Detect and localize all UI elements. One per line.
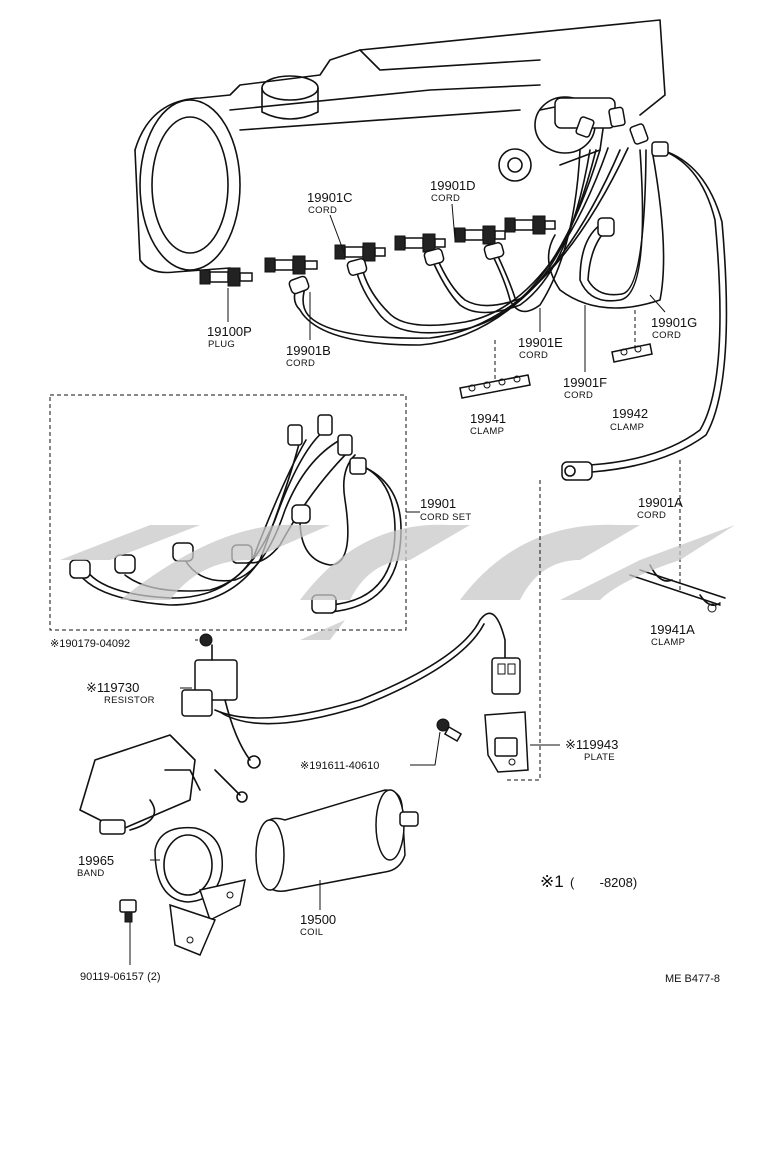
svg-text:※119730: ※119730 [86,680,139,695]
spark-plug-icon [454,225,506,245]
svg-text:RESISTOR: RESISTOR [104,695,155,706]
svg-text:CLAMP: CLAMP [610,422,644,433]
part-label-19100P: 19100P PLUG [207,324,252,350]
part-label-19942: 19942 CLAMP [610,406,648,433]
engine-block-illustration [134,19,666,274]
svg-text:PLUG: PLUG [208,339,235,350]
part-label-19901G: 19901G CORD [651,315,697,341]
svg-text:90119-06157 (2): 90119-06157 (2) [80,971,161,983]
part-label-19941A: 19941A CLAMP [650,622,695,648]
svg-text:CORD: CORD [519,350,548,361]
cord-set-box [49,394,407,631]
svg-text:CORD SET: CORD SET [420,512,472,523]
spark-plug-icon [199,267,253,287]
part-label-90119-06157: 90119-06157 (2) [80,971,161,983]
svg-text:※191611-40610: ※191611-40610 [300,760,379,772]
part-label-19901E: 19901E CORD [518,335,563,361]
leader-lines [129,203,666,965]
svg-text:CLAMP: CLAMP [470,426,504,437]
resistor-icon [181,612,506,769]
plate-icon [484,711,529,773]
svg-text:19100P: 19100P [207,324,252,339]
svg-text:CORD: CORD [308,205,337,216]
svg-text:19941: 19941 [470,411,506,426]
svg-text:19901C: 19901C [307,190,353,205]
spark-plug-icon [264,255,318,275]
svg-text:19901F: 19901F [563,375,607,390]
part-label-19941: 19941 CLAMP [470,411,506,437]
svg-text:※190179-04092: ※190179-04092 [50,638,130,650]
svg-text:BAND: BAND [77,868,105,879]
band-icon [154,826,246,956]
part-label-191611-40610: ※191611-40610 [300,760,379,772]
part-label-19965: 19965 BAND [77,853,114,879]
svg-text:CORD: CORD [652,330,681,341]
part-label-119943: ※119943 PLATE [565,737,618,763]
svg-text:※119943: ※119943 [565,737,618,752]
svg-text:PLATE: PLATE [584,752,615,763]
part-label-119730: ※119730 RESISTOR [86,680,155,706]
watermark-logo [60,524,735,640]
svg-text:19941A: 19941A [650,622,695,637]
svg-text:19901G: 19901G [651,315,697,330]
bolt-icon [436,718,463,742]
spark-plug-icon [504,215,556,235]
svg-text:※1: ※1 [540,872,564,891]
part-label-19901: 19901 CORD SET [420,496,472,523]
spark-plug-icon [394,233,446,253]
svg-text:19901A: 19901A [638,495,683,510]
part-label-19901C: 19901C CORD [307,190,353,216]
connector-icon [491,657,521,695]
part-label-19901F: 19901F CORD [563,375,607,401]
svg-text:19965: 19965 [78,853,114,868]
coil-icon [255,789,419,892]
svg-text:COIL: COIL [300,927,323,938]
svg-text:CORD: CORD [431,193,460,204]
footnote: ※1 ( -8208) [540,872,637,891]
svg-text:19942: 19942 [612,406,648,421]
svg-text:CORD: CORD [286,358,315,369]
part-label-19901A: 19901A CORD [637,495,683,521]
svg-text:19500: 19500 [300,912,336,927]
part-label-190179-04092: ※190179-04092 [50,638,130,650]
screw-icon [119,899,137,923]
svg-text:CORD: CORD [564,390,593,401]
clamp-19942-icon [611,343,653,363]
svg-text:19901E: 19901E [518,335,563,350]
plug-cords-illustration [288,106,728,481]
cord-set-illustration [69,414,402,614]
part-label-19901D: 19901D CORD [430,178,476,204]
svg-text:CLAMP: CLAMP [651,637,685,648]
svg-text:19901: 19901 [420,496,456,511]
drawing-code: ME B477-8 [665,973,720,985]
svg-text:( -8208): ( -8208) [570,875,637,890]
spark-plug-icon [334,242,386,262]
part-label-19901B: 19901B CORD [286,343,331,369]
part-label-19500: 19500 COIL [300,912,336,938]
svg-text:19901D: 19901D [430,178,476,193]
svg-text:CORD: CORD [637,510,666,521]
mounting-bracket-illustration [79,734,248,835]
svg-text:19901B: 19901B [286,343,331,358]
clamp-19941-icon [459,374,531,399]
